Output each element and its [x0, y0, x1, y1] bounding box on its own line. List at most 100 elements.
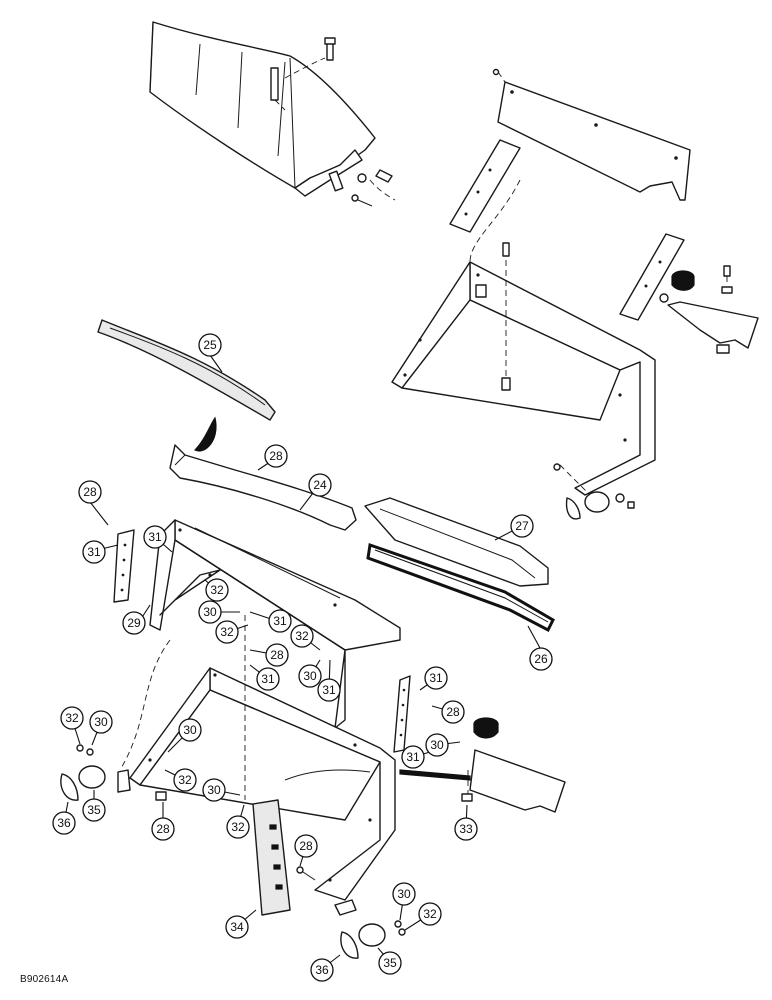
callout-32-f: 32: [226, 815, 250, 839]
callout-33: 33: [454, 817, 478, 841]
step-plate-33: [461, 717, 566, 813]
callout-30-d: 30: [89, 710, 113, 734]
svg-text:32: 32: [423, 907, 437, 921]
svg-text:28: 28: [446, 705, 460, 719]
svg-text:31: 31: [406, 750, 420, 764]
svg-text:30: 30: [94, 715, 108, 729]
svg-text:31: 31: [148, 530, 162, 544]
callout-32-g: 32: [418, 902, 442, 926]
svg-text:30: 30: [183, 723, 197, 737]
left-hinge-strip: [113, 529, 135, 603]
svg-text:28: 28: [156, 822, 170, 836]
svg-text:29: 29: [127, 616, 141, 630]
upper-right-step-plate: [659, 265, 759, 354]
svg-text:30: 30: [303, 669, 317, 683]
upper-side-strip: [449, 139, 521, 263]
svg-text:30: 30: [203, 605, 217, 619]
svg-text:30: 30: [207, 783, 221, 797]
figure-id: B902614A: [20, 974, 69, 985]
callout-31-b: 31: [143, 525, 167, 549]
callout-24: 24: [308, 473, 332, 497]
svg-text:33: 33: [459, 822, 473, 836]
svg-text:35: 35: [87, 803, 101, 817]
callout-35-a: 35: [82, 798, 106, 822]
callout-28-c: 28: [265, 643, 289, 667]
svg-text:34: 34: [230, 920, 244, 934]
side-bracket-hardware: [328, 169, 396, 207]
latch-plate-34: [252, 799, 291, 916]
lower-box-upper-frame: [149, 519, 401, 729]
svg-text:31: 31: [261, 672, 275, 686]
upper-side-strip-right: [619, 233, 685, 321]
callout-28-a: 28: [78, 480, 102, 504]
svg-text:25: 25: [203, 338, 217, 352]
callout-28-f: 28: [294, 834, 318, 858]
svg-text:27: 27: [515, 519, 529, 533]
callout-32-e: 32: [173, 768, 197, 792]
upper-cover-plate: [492, 68, 691, 201]
svg-text:32: 32: [220, 625, 234, 639]
lower-left-hardware: [60, 744, 167, 801]
callout-28-b: 28: [264, 444, 288, 468]
lid-24: [169, 416, 357, 531]
callout-30-f: 30: [202, 778, 226, 802]
lower-bottom-hardware: [296, 866, 406, 959]
lower-tool-box: [119, 615, 471, 901]
svg-text:32: 32: [178, 773, 192, 787]
svg-text:32: 32: [210, 583, 224, 597]
callout-32-c: 32: [290, 624, 314, 648]
svg-text:36: 36: [57, 816, 71, 830]
callout-36-a: 36: [52, 811, 76, 835]
svg-text:32: 32: [295, 629, 309, 643]
callout-27: 27: [510, 514, 534, 538]
upper-cowl-panel: [149, 21, 376, 197]
rubber-strip-25: [97, 319, 276, 421]
svg-text:32: 32: [65, 711, 79, 725]
svg-text:36: 36: [315, 963, 329, 977]
callout-34: 34: [225, 915, 249, 939]
callout-31-f: 31: [424, 666, 448, 690]
svg-text:26: 26: [534, 652, 548, 666]
callout-31-a: 31: [82, 540, 106, 564]
callout-32-b: 32: [215, 620, 239, 644]
svg-text:31: 31: [273, 614, 287, 628]
callout-31-c: 31: [268, 609, 292, 633]
callout-30-e: 30: [178, 718, 202, 742]
svg-text:24: 24: [313, 478, 327, 492]
svg-text:30: 30: [430, 738, 444, 752]
svg-text:31: 31: [322, 683, 336, 697]
svg-text:28: 28: [299, 839, 313, 853]
callout-30-a: 30: [198, 600, 222, 624]
svg-text:28: 28: [269, 449, 283, 463]
callout-28-d: 28: [441, 700, 465, 724]
svg-text:35: 35: [383, 956, 397, 970]
seal-26: [366, 542, 555, 633]
svg-text:31: 31: [87, 545, 101, 559]
upper-right-hardware: [553, 463, 635, 520]
callout-32-d: 32: [60, 706, 84, 730]
window-27: [364, 497, 549, 587]
svg-text:32: 32: [231, 820, 245, 834]
callout-28-e: 28: [151, 817, 175, 841]
svg-text:30: 30: [397, 887, 411, 901]
svg-text:28: 28: [270, 648, 284, 662]
callout-31-e: 31: [317, 678, 341, 702]
callout-32-a: 32: [205, 578, 229, 602]
callout-30-b: 30: [298, 664, 322, 688]
svg-text:28: 28: [83, 485, 97, 499]
upper-tool-box: [391, 242, 656, 496]
lower-right-strip: [393, 675, 411, 753]
callout-30-g: 30: [392, 882, 416, 906]
callout-31-g: 31: [401, 745, 425, 769]
callout-30-c: 30: [425, 733, 449, 757]
callout-31-d: 31: [256, 667, 280, 691]
callout-35-b: 35: [378, 951, 402, 975]
svg-text:31: 31: [429, 671, 443, 685]
callout-26: 26: [529, 647, 553, 671]
top-bolt-hardware: [270, 37, 336, 111]
callout-36-b: 36: [310, 958, 334, 982]
leader-lines: [63, 354, 541, 970]
callout-29: 29: [122, 611, 146, 635]
callout-25: 25: [198, 333, 222, 357]
